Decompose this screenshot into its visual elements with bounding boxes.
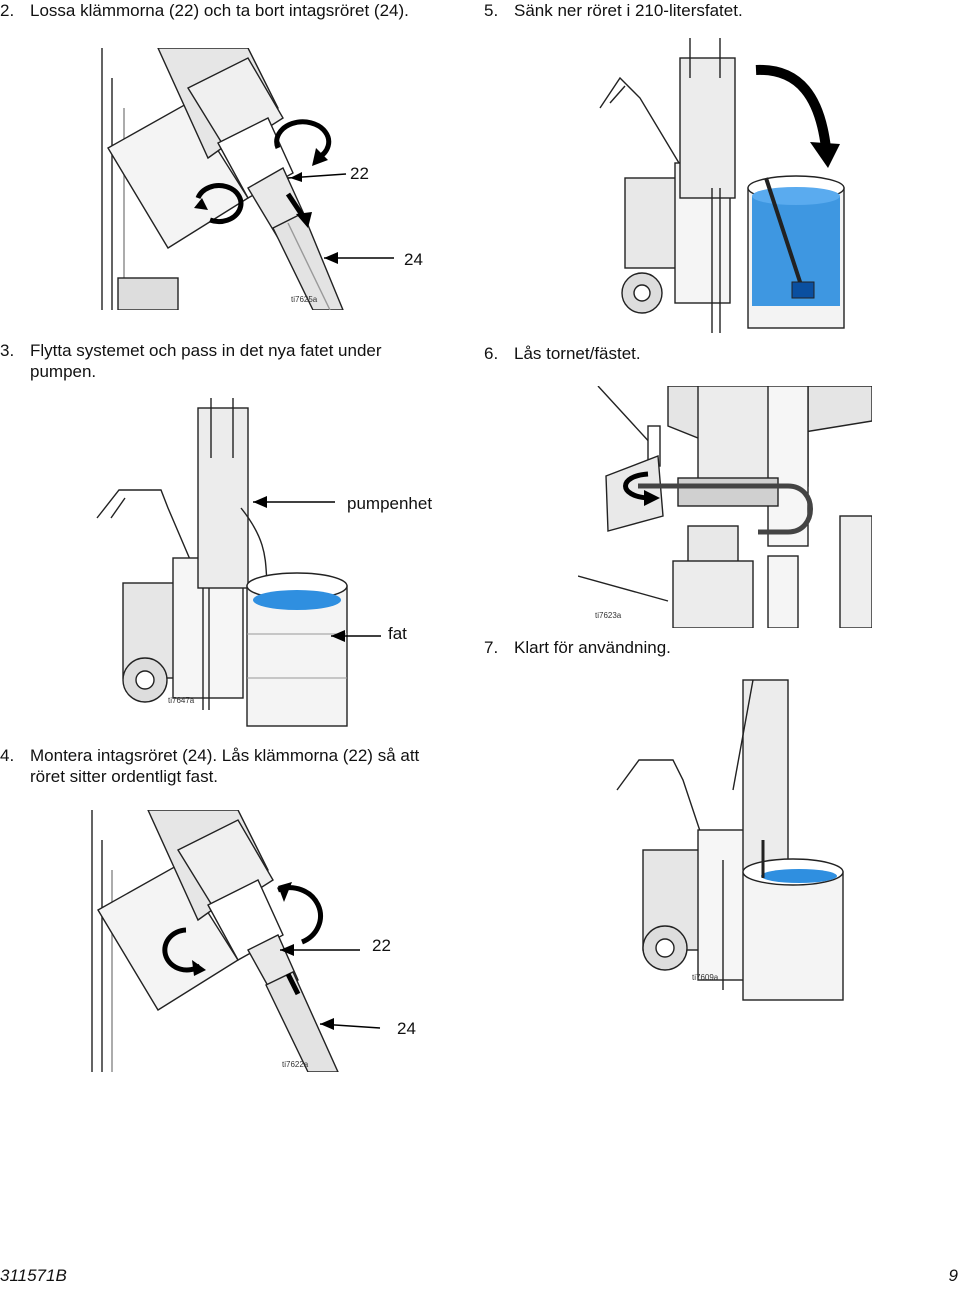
step-4: 4. Montera intagsröret (24). Lås klämmorn… — [0, 745, 419, 787]
step-number: 6. — [484, 344, 499, 363]
rotate-arrow-icon — [623, 471, 649, 501]
curved-arrow-icon — [755, 64, 831, 149]
step-number: 2. — [0, 1, 15, 20]
step-text-line2: röret sitter ordentligt fast. — [30, 767, 219, 786]
step-number: 5. — [484, 1, 499, 20]
drum-icon — [246, 572, 348, 727]
drum-icon — [742, 840, 844, 1001]
figure-move-system: pumpenhet fat ti7647a — [83, 398, 432, 730]
figure-id: ti7623a — [595, 611, 622, 620]
callout-22: 22 — [350, 164, 369, 183]
step-7: 7. Klart för användning. — [484, 637, 671, 658]
rotate-arrow-icon — [195, 183, 244, 224]
callout-24: 24 — [397, 1019, 416, 1038]
figure-id: ti7622a — [282, 1060, 309, 1069]
step-number: 7. — [484, 638, 499, 657]
figure-ready-for-use: ti7609a — [603, 679, 865, 1001]
clamp-install-illustration — [91, 810, 381, 1072]
figure-remove-intake-tube: 22 24 ti7625a — [98, 48, 423, 310]
figure-id: ti7647a — [168, 696, 195, 705]
step-text-line1: Flytta systemet och pass in det nya fate… — [30, 341, 382, 360]
tower-lock-illustration — [578, 386, 872, 628]
step-text: Lås tornet/fästet. — [514, 344, 641, 363]
figure-lower-tube — [580, 38, 850, 333]
drum-icon — [747, 175, 845, 329]
clamp-illustration — [101, 48, 394, 310]
up-arrow-icon — [285, 972, 301, 996]
step-text: Klart för användning. — [514, 638, 671, 657]
pump-lowering-illustration — [599, 38, 845, 333]
step-text-line1: Montera intagsröret (24). Lås klämmorna … — [30, 746, 420, 765]
step-3: 3. Flytta systemet och pass in det nya fa… — [0, 340, 382, 382]
rotate-arrow-icon — [274, 119, 332, 161]
pump-ready-illustration — [616, 679, 844, 1001]
pump-over-drum-illustration — [96, 398, 381, 727]
figure-lock-tower: ti7623a — [578, 386, 872, 628]
document-number: 311571B — [0, 1266, 67, 1285]
step-text: Sänk ner röret i 210-litersfatet. — [514, 1, 743, 20]
step-number: 4. — [0, 746, 15, 765]
callout-pumpenhet: pumpenhet — [347, 494, 433, 513]
step-text: Lossa klämmorna (22) och ta bort intagsr… — [30, 1, 409, 20]
step-6: 6. Lås tornet/fästet. — [484, 343, 641, 364]
step-5: 5. Sänk ner röret i 210-litersfatet. — [484, 0, 743, 21]
step-number: 3. — [0, 341, 15, 360]
figure-id: ti7609a — [692, 973, 719, 982]
step-text-line2: pumpen. — [30, 362, 97, 381]
page-number: 9 — [948, 1266, 958, 1285]
rotate-arrow-icon — [277, 885, 323, 945]
callout-fat: fat — [388, 624, 407, 643]
step-2: 2. Lossa klämmorna (22) och ta bort intag… — [0, 0, 409, 21]
callout-22: 22 — [372, 936, 391, 955]
callout-24: 24 — [404, 250, 423, 269]
figure-install-intake-tube: 22 24 ti7622a — [88, 810, 416, 1072]
rotate-arrow-icon — [162, 927, 202, 973]
figure-id: ti7625a — [291, 295, 318, 304]
